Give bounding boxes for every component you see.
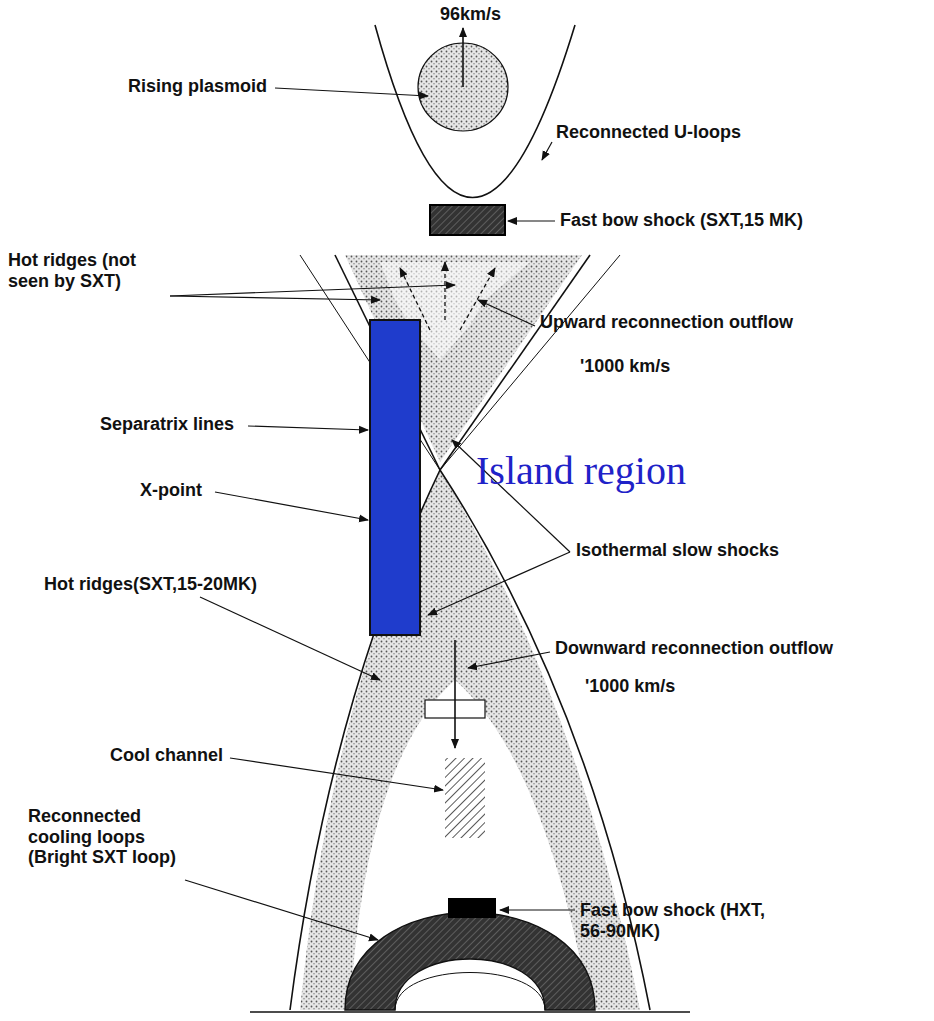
leader-line	[170, 88, 575, 940]
part-label: Reconnected cooling loops (Bright SXT lo…	[28, 806, 203, 868]
cooling-loop	[345, 913, 595, 1011]
speed-label: '1000 km/s	[580, 356, 670, 377]
part-label: Reconnected U-loops	[556, 122, 741, 143]
part-label: Fast bow shock (HXT, 56-90MK)	[580, 900, 790, 941]
speed-label: '1000 km/s	[585, 676, 675, 697]
part-label: Separatrix lines	[100, 414, 234, 435]
part-label: Isothermal slow shocks	[576, 540, 779, 561]
part-label: Upward reconnection outflow	[540, 312, 793, 333]
part-label: Cool channel	[110, 745, 223, 766]
part-label: Fast bow shock (SXT,15 MK)	[560, 210, 803, 231]
part-label: Hot ridges (not seen by SXT)	[8, 250, 178, 291]
bow-shock	[448, 898, 496, 918]
part-label: Rising plasmoid	[128, 76, 267, 97]
region-label: Island region	[476, 448, 686, 494]
part-label: Downward reconnection outflow	[555, 638, 833, 659]
part-label: X-point	[140, 480, 202, 501]
cool-channel	[445, 758, 485, 838]
photosphere	[250, 1011, 690, 1013]
island-box	[370, 320, 420, 635]
u-loop	[375, 25, 575, 198]
bow-shock	[430, 205, 505, 235]
part-label: Hot ridges(SXT,15-20MK)	[44, 574, 257, 595]
speed-label: 96km/s	[440, 4, 501, 25]
